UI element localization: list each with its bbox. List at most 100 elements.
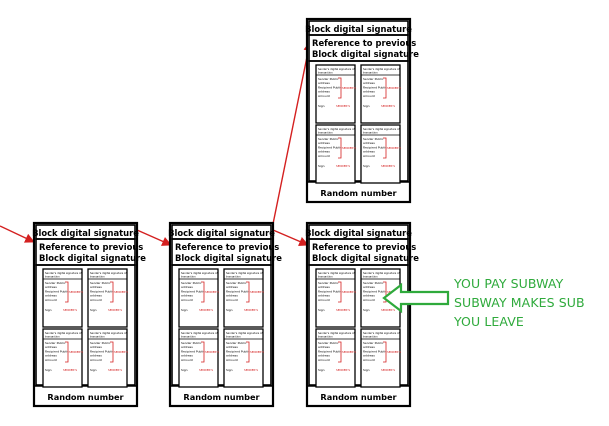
transaction-card: Sender's digital signature oftransaction… (42, 268, 83, 328)
transaction-signature-label: Sign (318, 104, 325, 108)
transaction-header-line-2: transaction (226, 335, 241, 339)
block-reference-label-line-2: Block digital signature (175, 253, 282, 263)
transaction-card: Sender's digital signature oftransaction… (315, 328, 356, 388)
transaction-card: Sender's digital signature oftransaction… (87, 328, 128, 388)
transaction-field: Sender Public (363, 137, 384, 141)
transaction-field: Recipient Public (45, 289, 69, 293)
transaction-tag: SENDER'S (387, 350, 401, 354)
block-reference-label-line-1: Reference to previous (175, 242, 279, 252)
transaction-header-line-2: transaction (318, 335, 333, 339)
block-random-label: Random number (183, 392, 260, 402)
transaction-signature-label: Sign (90, 308, 97, 312)
transaction-signature-label: Sign (318, 164, 325, 168)
transaction-field: Amount (363, 154, 376, 158)
transaction-tag: SENDER'S (342, 146, 356, 150)
transaction-sig-tag: SENDER'S (336, 104, 350, 108)
block-random-label: Random number (320, 392, 397, 402)
transaction-card: Sender's digital signature oftransaction… (42, 328, 83, 388)
block-reference-label-line-1: Reference to previous (312, 38, 416, 48)
transaction-field: address (226, 285, 238, 289)
transaction-field: address (363, 150, 375, 154)
transaction-sig-tag: SENDER'S (244, 368, 258, 372)
transaction-field: address (318, 90, 330, 94)
transaction-field: Recipient Public (90, 349, 114, 353)
transaction-signature-label: Sign (318, 368, 325, 372)
transaction-field: Sender Public (363, 341, 384, 345)
chain-arrow (272, 41, 314, 225)
transaction-field: address (226, 354, 238, 358)
chain-arrow (0, 225, 35, 243)
annotation-line-2: SUBWAY MAKES SUB (454, 295, 585, 310)
transaction-field: address (363, 354, 375, 358)
transaction-sig-tag: SENDER'S (108, 308, 122, 312)
transaction-bracket (383, 281, 387, 303)
transaction-field: address (363, 81, 375, 85)
transaction-header-line-1: Sender's digital signature of (226, 271, 263, 275)
transaction-field: address (318, 345, 330, 349)
transaction-field: Recipient Public (90, 289, 114, 293)
transaction-field: address (226, 294, 238, 298)
transaction-field: Sender Public (181, 341, 202, 345)
transaction-bracket (246, 281, 250, 303)
transaction-field: address (181, 294, 193, 298)
transaction-bracket (338, 341, 342, 363)
transaction-field: Recipient Public (363, 145, 387, 149)
annotation-line-1: YOU PAY SUBWAY (454, 276, 564, 291)
transaction-signature-label: Sign (90, 368, 97, 372)
transaction-field: address (181, 354, 193, 358)
transaction-card: Sender's digital signature oftransaction… (87, 268, 128, 328)
transaction-field: address (363, 90, 375, 94)
transaction-bracket (246, 341, 250, 363)
transaction-field: Sender Public (45, 281, 66, 285)
transaction-field: Amount (363, 358, 376, 362)
transaction-header-line-2: transaction (90, 275, 105, 279)
transaction-card: Sender's digital signature oftransaction… (223, 268, 264, 328)
transaction-tag: SENDER'S (387, 146, 401, 150)
transaction-field: address (45, 294, 57, 298)
transaction-signature-label: Sign (181, 368, 188, 372)
transaction-field: Sender Public (45, 341, 66, 345)
transaction-field: Sender Public (226, 341, 247, 345)
transaction-field: Recipient Public (181, 289, 205, 293)
annotation-line-3: YOU LEAVE (454, 314, 524, 329)
transaction-bracket (201, 281, 205, 303)
transaction-field: Recipient Public (226, 349, 250, 353)
transaction-bracket (338, 77, 342, 99)
transaction-field: Amount (363, 94, 376, 98)
block-signature-label: Block digital signature (305, 24, 412, 34)
block-random-label: Random number (47, 392, 124, 402)
transaction-signature-label: Sign (363, 104, 370, 108)
transaction-tag: SENDER'S (387, 86, 401, 90)
transaction-tag: SENDER'S (205, 350, 219, 354)
transaction-header-line-2: transaction (363, 131, 378, 135)
block-transactions-area (308, 60, 409, 182)
transaction-tag: SENDER'S (342, 86, 356, 90)
block-signature-label: Block digital signature (168, 228, 275, 238)
transaction-card: Sender's digital signature oftransaction… (315, 64, 356, 124)
transaction-field: Amount (181, 358, 194, 362)
callout-arrow (382, 282, 450, 314)
transaction-field: Recipient Public (226, 289, 250, 293)
transaction-header-line-1: Sender's digital signature of (363, 331, 400, 335)
block-links (0, 41, 314, 247)
transaction-field: address (318, 294, 330, 298)
transaction-header-line-2: transaction (90, 335, 105, 339)
transaction-header-line-1: Sender's digital signature of (318, 271, 355, 275)
transaction-field: address (181, 345, 193, 349)
transaction-field: Recipient Public (318, 145, 342, 149)
transaction-tag: SENDER'S (205, 290, 219, 294)
transaction-header-line-2: transaction (181, 335, 196, 339)
block-signature-label: Block digital signature (32, 228, 139, 238)
transaction-field: Recipient Public (363, 85, 387, 89)
transaction-sig-tag: SENDER'S (336, 368, 350, 372)
block-random-label: Random number (320, 188, 397, 198)
transaction-bracket (110, 341, 114, 363)
transaction-bracket (383, 77, 387, 99)
transaction-sig-tag: SENDER'S (381, 308, 395, 312)
transaction-field: Amount (90, 298, 103, 302)
transaction-header-line-1: Sender's digital signature of (181, 271, 218, 275)
transaction-field: address (363, 141, 375, 145)
